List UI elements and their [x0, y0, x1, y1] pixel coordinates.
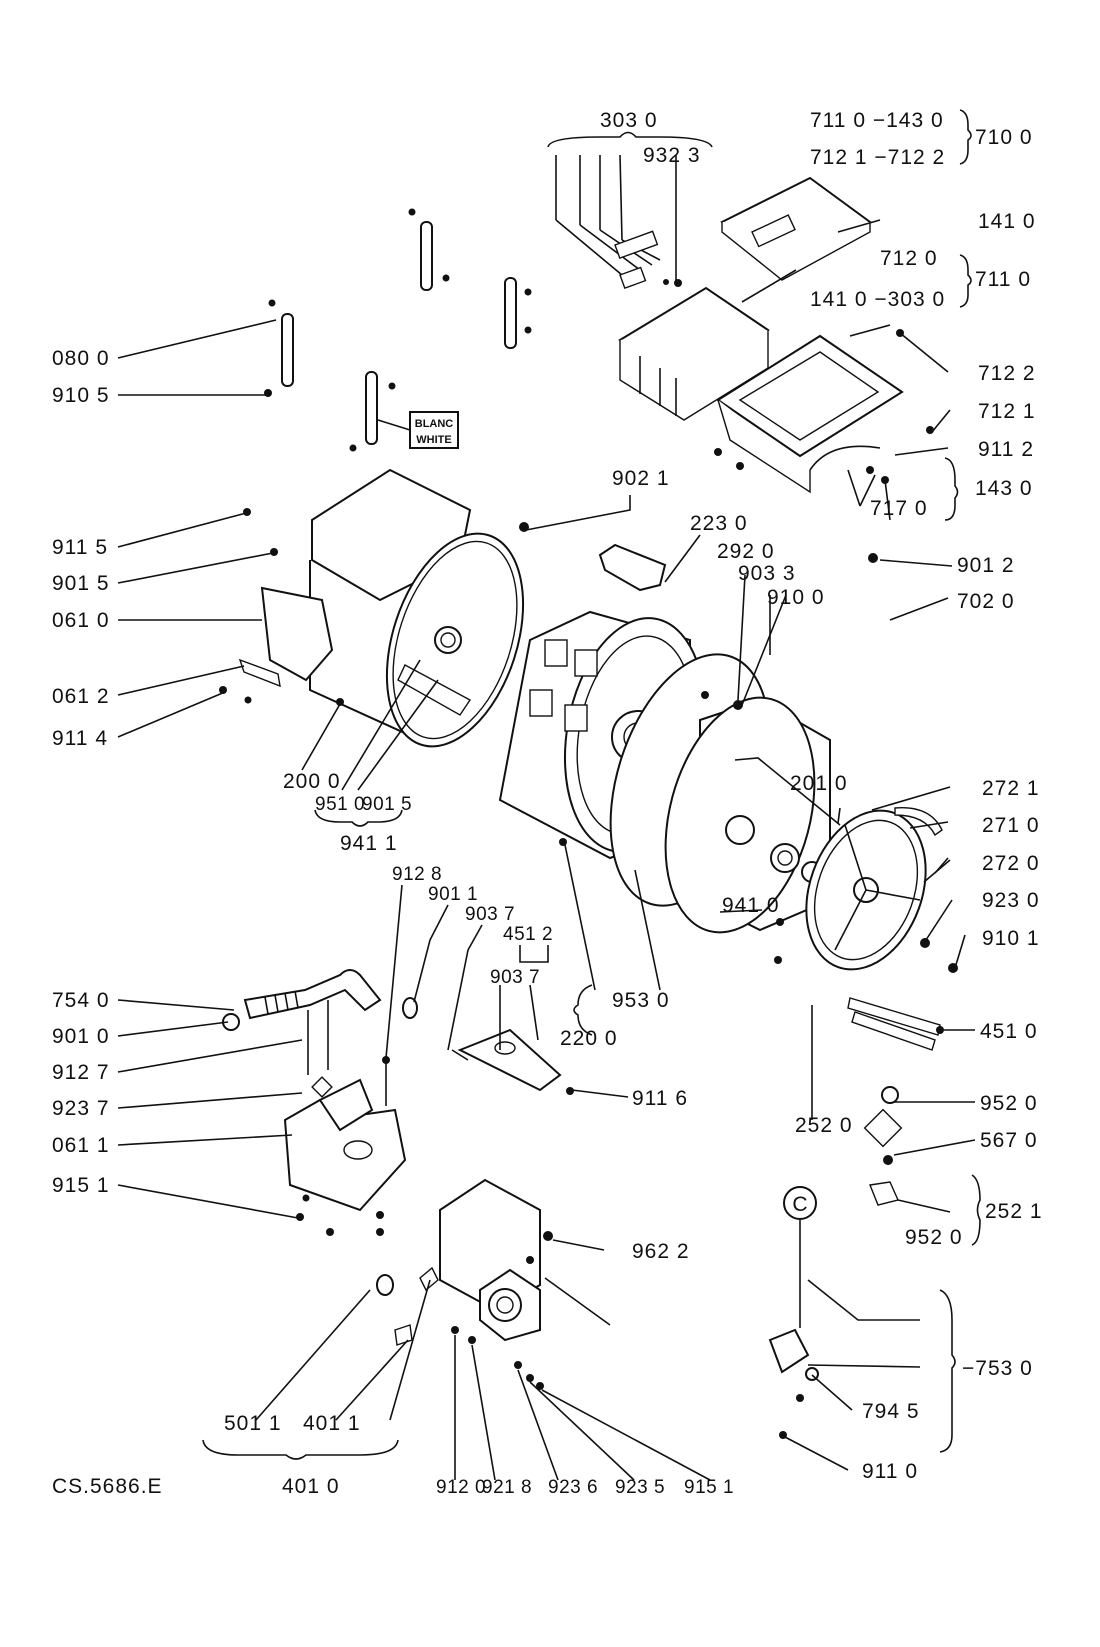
label-932-3: 932 3 [643, 144, 701, 167]
label-712-1: 712 1 [978, 400, 1036, 423]
label-712-0: 712 0 [880, 247, 938, 270]
label-923-5: 923 5 [615, 1477, 665, 1498]
label-910-5: 910 5 [52, 384, 110, 407]
label-953-0: 953 0 [612, 989, 670, 1012]
label-911-6: 911 6 [632, 1087, 688, 1110]
label-941-1: 941 1 [340, 832, 398, 855]
label-901-5: 901 5 [52, 572, 110, 595]
detergent-drawer-assembly [547, 131, 934, 494]
label-903-7b: 903 7 [490, 967, 540, 988]
label-200-0: 200 0 [283, 770, 341, 793]
label-912-8: 912 8 [392, 864, 442, 885]
drain-hose [868, 553, 892, 745]
label-952-0: 952 0 [980, 1092, 1038, 1115]
label-717-0: 717 0 [870, 497, 928, 520]
label-903-7: 903 7 [465, 904, 515, 925]
label-702-0: 702 0 [957, 590, 1015, 613]
label-292-0: 292 0 [717, 540, 775, 563]
label-951-0: 951 0 [315, 794, 365, 815]
label-794-5: 794 5 [862, 1400, 920, 1423]
label-141-0: 141 0 [978, 210, 1036, 233]
label-921-8: 921 8 [482, 1477, 532, 1498]
label-901-0: 901 0 [52, 1025, 110, 1048]
label-903-3: 903 3 [738, 562, 796, 585]
inlet-valve: C [768, 1186, 819, 1439]
label-912-7: 912 7 [52, 1061, 110, 1084]
suspension-rods: BLANC WHITE [264, 208, 532, 452]
outer-tub-front [219, 468, 529, 748]
label-201-0: 201 0 [790, 772, 848, 795]
label-910-1: 910 1 [982, 927, 1040, 950]
label-223-0: 223 0 [690, 512, 748, 535]
label-220-0: 220 0 [560, 1027, 618, 1050]
leader-lines [117, 109, 981, 1481]
label-061-2: 061 2 [52, 685, 110, 708]
label-915-1b: 915 1 [684, 1477, 734, 1498]
sump-pipe [222, 969, 418, 1031]
label-912-0: 912 0 [436, 1477, 486, 1498]
label-303-0: 303 0 [600, 109, 658, 132]
label-451-2: 451 2 [503, 924, 553, 945]
label-401-0: 401 0 [282, 1475, 340, 1498]
pressure-switch-parts [863, 1086, 903, 1206]
label-252-1: 252 1 [985, 1200, 1043, 1223]
label-952-0b: 952 0 [905, 1226, 963, 1249]
label-923-7: 923 7 [52, 1097, 110, 1120]
label-915-1: 915 1 [52, 1174, 110, 1197]
label-567-0: 567 0 [980, 1129, 1038, 1152]
label-143-0: 143 0 [975, 477, 1033, 500]
label-712-2: 712 2 [978, 362, 1036, 385]
label-923-0: 923 0 [982, 889, 1040, 912]
drawing-code: CS.5686.E [52, 1475, 163, 1498]
label-451-0: 451 0 [980, 1020, 1038, 1043]
label-902-1: 902 1 [612, 467, 670, 490]
label-712-1-712-2: 712 1 −712 2 [810, 146, 945, 169]
label-901-1: 901 1 [428, 884, 478, 905]
heater-clip [598, 543, 667, 592]
outer-tub-rear [664, 691, 831, 964]
label-401-1: 401 1 [303, 1412, 361, 1435]
label-711-0: 711 0 [975, 268, 1031, 291]
tag-blanc: BLANC [415, 418, 454, 430]
label-141-0-303-0: 141 0 −303 0 [810, 288, 945, 311]
label-754-0: 754 0 [52, 989, 110, 1012]
label-061-1: 061 1 [52, 1134, 110, 1157]
label-911-0: 911 0 [862, 1460, 918, 1483]
label-272-1: 272 1 [982, 777, 1040, 800]
label-911-4: 911 4 [52, 727, 108, 750]
label-901-5b: 901 5 [362, 794, 412, 815]
label-910-0: 910 0 [767, 586, 825, 609]
label-271-0: 271 0 [982, 814, 1040, 837]
part-labels: 303 0 932 3 711 0 −143 0 712 1 −712 2 71… [52, 109, 1043, 1498]
label-911-5: 911 5 [52, 536, 108, 559]
label-911-2: 911 2 [978, 438, 1034, 461]
label-923-6: 923 6 [548, 1477, 598, 1498]
label-272-0: 272 0 [982, 852, 1040, 875]
heating-element [847, 997, 944, 1051]
circle-mark: C [792, 1193, 807, 1216]
label-501-1: 501 1 [224, 1412, 282, 1435]
label-252-0: 252 0 [795, 1114, 853, 1137]
label-753-0: −753 0 [962, 1357, 1033, 1380]
label-080-0: 080 0 [52, 347, 110, 370]
label-711-0-143-0: 711 0 −143 0 [810, 109, 944, 132]
label-901-2: 901 2 [957, 554, 1015, 577]
label-962-2: 962 2 [632, 1240, 690, 1263]
heater-bracket [451, 1028, 574, 1095]
motor-assembly [376, 1178, 611, 1390]
counterweight [283, 1000, 407, 1236]
drum-pulley [805, 806, 958, 973]
tag-white: WHITE [416, 434, 451, 446]
label-710-0: 710 0 [975, 126, 1033, 149]
label-941-0: 941 0 [722, 894, 780, 917]
label-061-0: 061 0 [52, 609, 110, 632]
